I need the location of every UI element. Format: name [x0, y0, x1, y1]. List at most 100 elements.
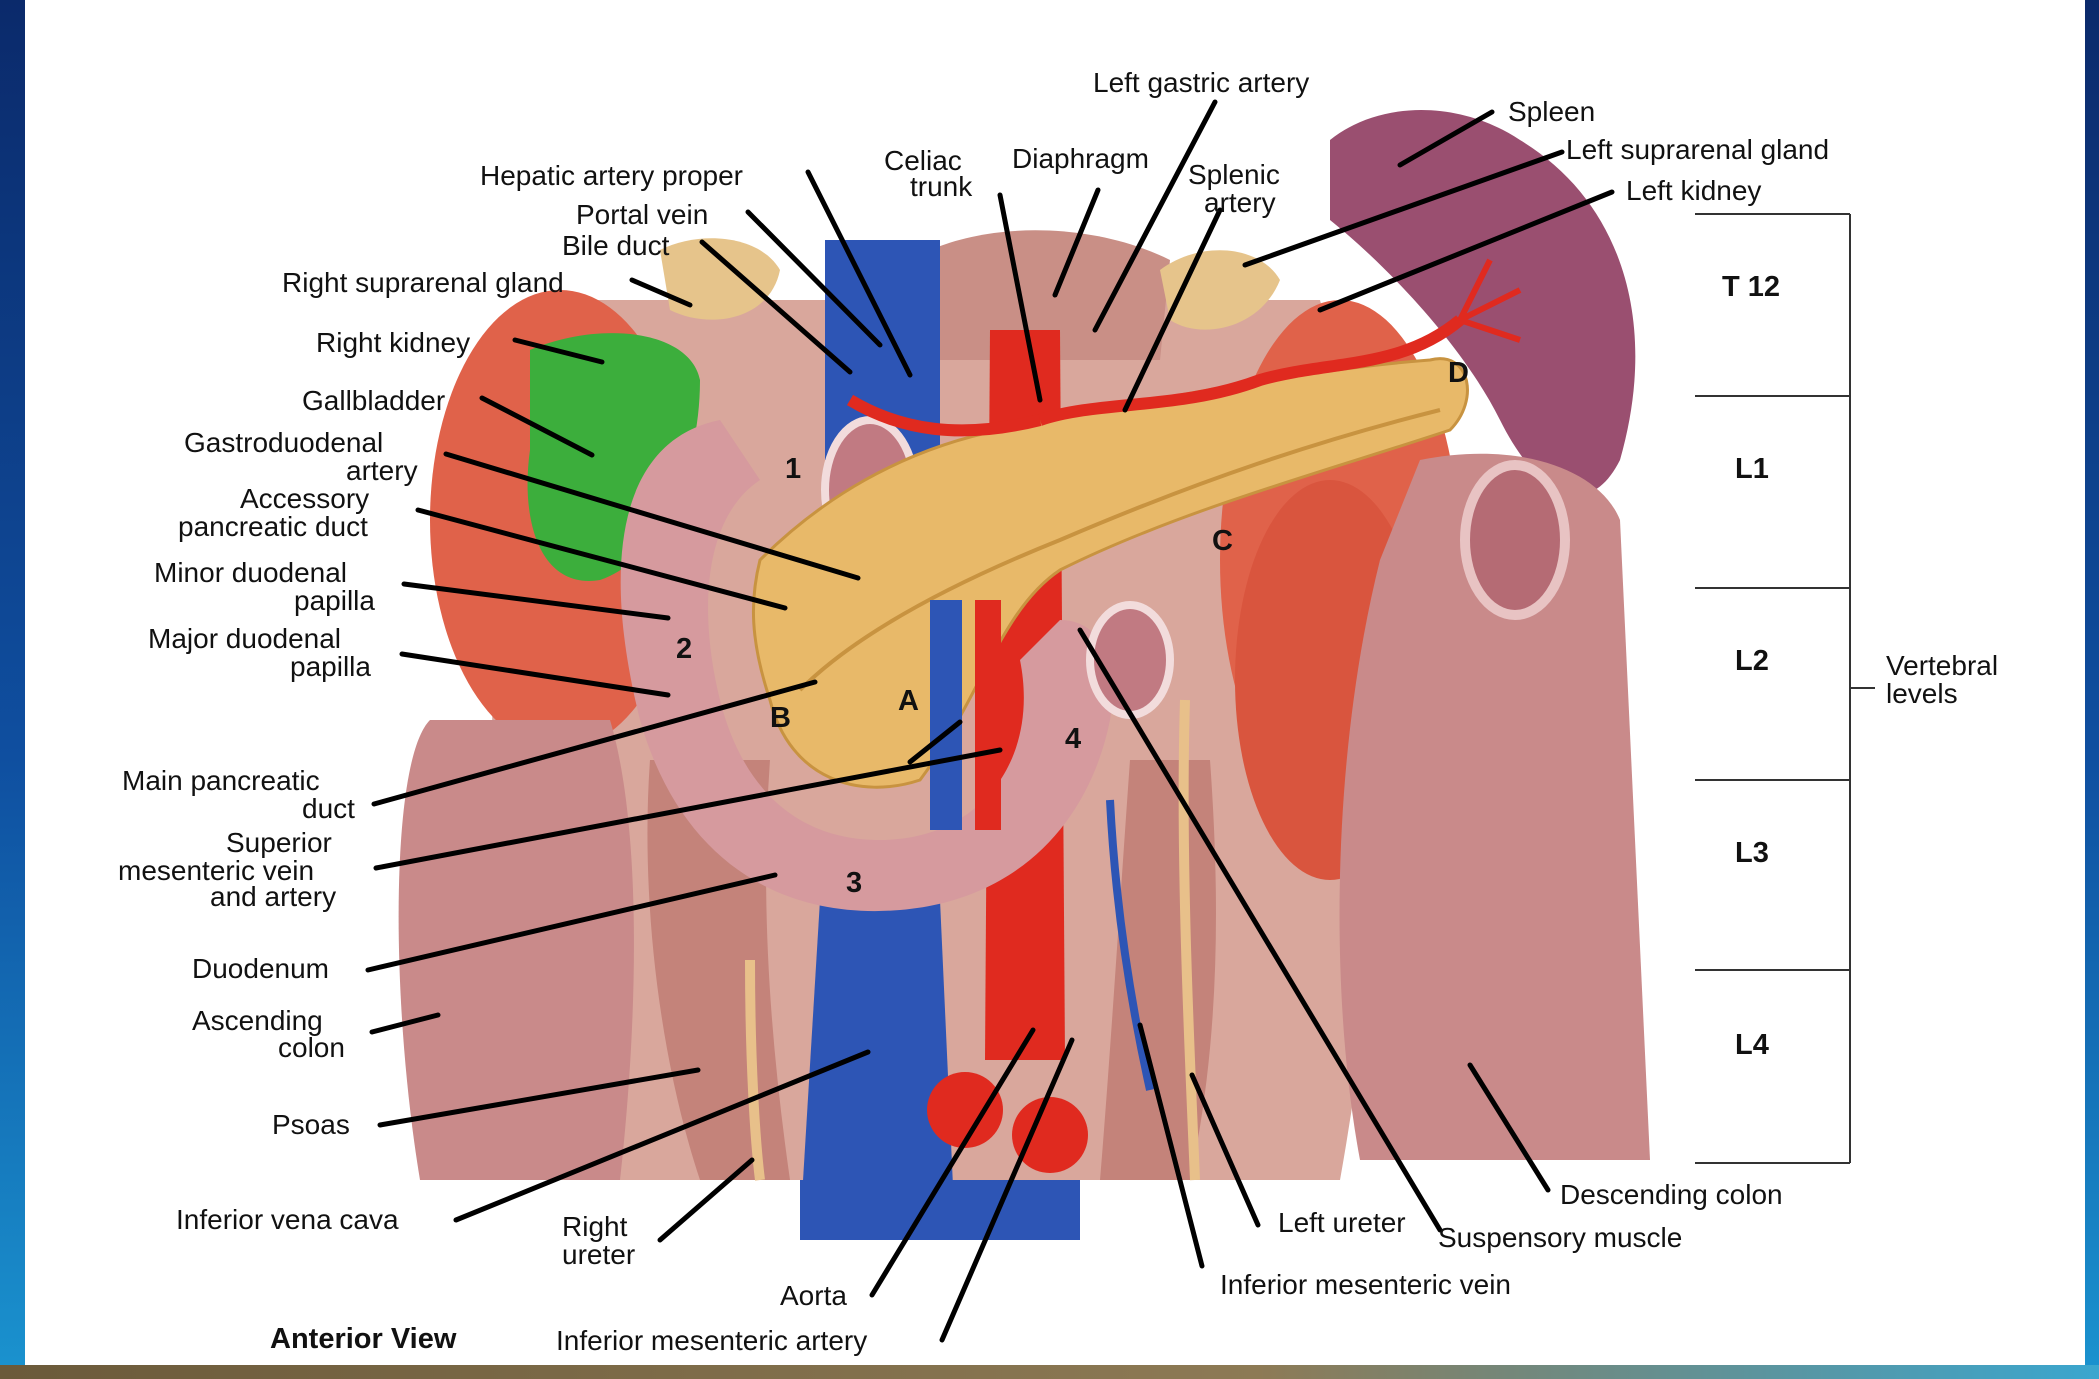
label-gastroduodenal-artery-1: Gastroduodenal [184, 427, 383, 458]
label-duodenum: Duodenum [192, 953, 329, 984]
label-inferior-mesenteric-artery: Inferior mesenteric artery [556, 1325, 867, 1356]
leader-lines [365, 99, 1615, 1343]
label-major-duodenal-papilla-1: Major duodenal [148, 623, 341, 654]
region-markers: 1 2 3 4 A B C D [676, 357, 1469, 899]
leader-major-duodenal-papilla [399, 651, 671, 698]
leader-inferior-mesenteric-artery [939, 1037, 1075, 1343]
descending-colon-shape [1339, 453, 1650, 1161]
aorta-iliac-left [927, 1072, 1003, 1148]
inferior-mesenteric-vein-line [1106, 799, 1154, 1091]
label-spleen: Spleen [1508, 96, 1595, 127]
marker-duodenum-3: 3 [846, 867, 862, 899]
vertebral-levels-title-2: levels [1886, 678, 1958, 709]
label-celiac-trunk-2: trunk [910, 171, 973, 202]
marker-pancreas-a: A [898, 685, 919, 717]
label-right-ureter-1: Right [562, 1211, 628, 1242]
vertebral-levels-title-1: Vertebral [1886, 650, 1998, 681]
label-bile-duct: Bile duct [562, 230, 670, 261]
leader-minor-duodenal-papilla [401, 581, 671, 621]
label-main-pancreatic-duct-1: Main pancreatic [122, 765, 320, 796]
leader-left-kidney [1317, 189, 1615, 313]
label-main-pancreatic-duct-2: duct [302, 793, 355, 824]
inferior-vena-cava-lower [800, 900, 955, 1230]
leader-accessory-pancreatic-duct [415, 507, 788, 611]
marker-pancreas-c: C [1212, 525, 1233, 557]
hepatic-artery-line [846, 394, 1042, 437]
label-inferior-mesenteric-vein: Inferior mesenteric vein [1220, 1269, 1511, 1300]
level-l4: L4 [1735, 1029, 1769, 1061]
level-l3: L3 [1735, 837, 1769, 869]
leader-gallbladder [479, 395, 595, 458]
leader-left-gastric-artery [1092, 99, 1218, 333]
iliac-veins [800, 1180, 1080, 1240]
label-gastroduodenal-artery-2: artery [346, 455, 418, 486]
marker-pancreas-d: D [1448, 357, 1469, 389]
label-anterior-view: Anterior View [270, 1323, 457, 1355]
leader-celiac-trunk [997, 192, 1043, 403]
superior-mesenteric-artery-shape [975, 600, 1001, 830]
label-splenic-artery-1: Splenic [1188, 159, 1280, 190]
label-right-ureter-2: ureter [562, 1239, 635, 1270]
leader-ascending-colon [369, 1012, 441, 1035]
level-l1: L1 [1735, 453, 1769, 485]
label-superior-mesenteric-2: mesenteric vein [118, 855, 314, 886]
text-labels: Left gastric artery Spleen Left supraren… [118, 67, 1829, 1356]
leader-superior-mesenteric-vein [907, 719, 963, 765]
level-t12: T 12 [1722, 271, 1780, 303]
label-major-duodenal-papilla-2: papilla [290, 651, 371, 682]
leader-right-kidney [512, 337, 605, 365]
label-diaphragm: Diaphragm [1012, 143, 1149, 174]
descending-colon-lumen [1460, 460, 1570, 620]
label-gallbladder: Gallbladder [302, 385, 445, 416]
label-portal-vein: Portal vein [576, 199, 708, 230]
label-accessory-pancreatic-duct-1: Accessory [240, 483, 369, 514]
leader-gastroduodenal-artery [443, 451, 861, 581]
label-splenic-artery-2: artery [1204, 187, 1276, 218]
duodenum-lumen-4 [1086, 601, 1174, 719]
leader-aorta [869, 1027, 1036, 1298]
label-left-kidney: Left kidney [1626, 175, 1761, 206]
leader-inferior-mesenteric-vein [1137, 1022, 1205, 1269]
aorta-iliac-right [1012, 1097, 1088, 1173]
label-superior-mesenteric-1: Superior [226, 827, 332, 858]
label-accessory-pancreatic-duct-2: pancreatic duct [178, 511, 368, 542]
label-left-suprarenal-gland: Left suprarenal gland [1566, 134, 1829, 165]
splenic-branches [1457, 258, 1522, 343]
label-superior-mesenteric-3: and artery [210, 881, 336, 912]
diaphragm-region [930, 230, 1170, 360]
right-ureter-line [745, 959, 765, 1181]
leader-duodenum [365, 872, 778, 973]
label-suspensory-muscle: Suspensory muscle [1438, 1222, 1682, 1253]
leader-bile-duct [699, 239, 853, 375]
label-right-suprarenal-gland: Right suprarenal gland [282, 267, 564, 298]
ascending-colon-shape [398, 720, 634, 1180]
label-left-ureter: Left ureter [1278, 1207, 1406, 1238]
label-aorta: Aorta [780, 1280, 847, 1311]
slide-bottom-strip [0, 1365, 2099, 1379]
label-ascending-colon-2: colon [278, 1032, 345, 1063]
leader-left-suprarenal [1242, 149, 1565, 268]
leader-right-ureter [657, 1157, 755, 1243]
label-minor-duodenal-papilla-1: Minor duodenal [154, 557, 347, 588]
marker-pancreas-b: B [770, 702, 791, 734]
label-ascending-colon-1: Ascending [192, 1005, 323, 1036]
marker-duodenum-2: 2 [676, 633, 692, 665]
label-hepatic-artery-proper: Hepatic artery proper [480, 160, 743, 191]
marker-duodenum-1: 1 [785, 453, 801, 485]
leader-splenic-artery [1122, 207, 1223, 413]
leader-psoas [377, 1067, 701, 1128]
marker-duodenum-4: 4 [1065, 723, 1081, 755]
label-right-kidney: Right kidney [316, 327, 470, 358]
vertebral-level-scale: T 12 L1 L2 L3 L4 Vertebral levels [1695, 213, 1998, 1164]
illustration [398, 110, 1650, 1240]
leader-descending-colon [1467, 1062, 1551, 1193]
superior-mesenteric-vein-shape [930, 600, 962, 830]
leader-left-ureter [1189, 1072, 1261, 1228]
right-suprarenal-shape [660, 238, 780, 320]
label-descending-colon: Descending colon [1560, 1179, 1783, 1210]
leader-diaphragm [1052, 187, 1101, 298]
leader-superior-mesenteric [373, 747, 1003, 871]
splenic-artery-line [1038, 315, 1464, 426]
label-celiac-trunk-1: Celiac [884, 145, 962, 176]
leader-spleen [1397, 109, 1495, 168]
